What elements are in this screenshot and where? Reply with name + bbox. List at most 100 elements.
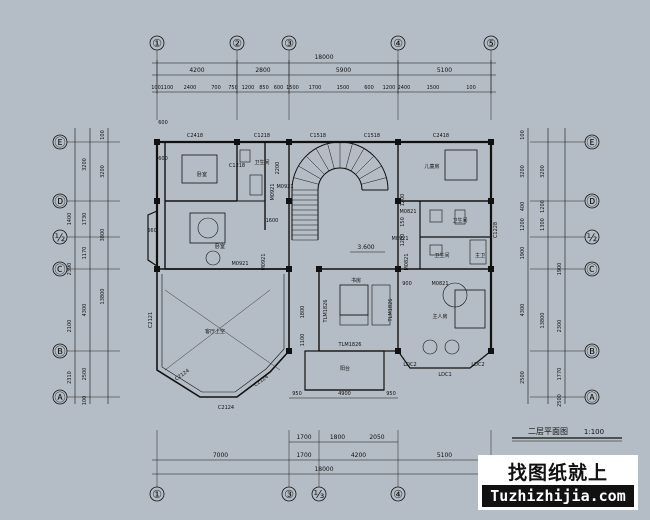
window-label: LDC2: [471, 362, 484, 368]
window-label: C1228: [493, 222, 499, 238]
dim-right-row1: 1900: [520, 247, 526, 260]
window-label: C1518: [364, 133, 380, 139]
window-label: C2418: [187, 133, 203, 139]
misc-dim: 1800: [300, 306, 306, 319]
dim-balcony: 4900: [338, 391, 351, 397]
axis-col-top-5: ⑤: [486, 37, 496, 50]
dim-bottom-row2: 5100: [437, 452, 452, 459]
column: [286, 348, 292, 354]
toilet: [454, 209, 466, 225]
dim-top-row1: 5100: [437, 67, 452, 74]
dim-left-row3: 2310: [67, 371, 73, 384]
bay-window-left: [147, 210, 158, 267]
column: [395, 348, 401, 354]
column: [395, 198, 401, 204]
dim-left-row3: 2390: [67, 263, 73, 276]
void-inner: [161, 274, 285, 393]
column: [488, 348, 494, 354]
dim-left-row1: 3200: [82, 158, 88, 171]
misc-dim: 2200: [275, 162, 281, 175]
column: [395, 139, 401, 145]
column: [234, 139, 240, 145]
room-bedroom-w: 卧室: [215, 243, 225, 250]
stair-outer: [291, 141, 389, 191]
watermark: 找图纸就上 Tuzhizhijia.com: [478, 455, 638, 510]
tub: [249, 174, 263, 196]
window-label: C2124: [218, 405, 234, 411]
axis-row-left-4: Ⓒ: [55, 263, 66, 276]
dim-top-row2: 1500: [427, 85, 440, 91]
axis-row-right-2: Ⓓ: [587, 195, 598, 208]
dim-left-row2: 13800: [100, 289, 106, 305]
window-label: C2124: [253, 374, 270, 388]
dim-top-row2: 750: [228, 85, 238, 91]
dim-top-row2: 1700: [309, 85, 322, 91]
misc-dim: 1200: [400, 194, 406, 207]
axis-row-left-5: Ⓑ: [55, 345, 66, 358]
column: [488, 139, 494, 145]
study-shelf: [371, 284, 391, 326]
axis-col-bottom-2: ③: [284, 488, 294, 501]
dim-left-row1: 2500: [82, 368, 88, 381]
dim-right-row2: 3200: [540, 165, 546, 178]
master-chair: [422, 339, 438, 355]
room-bath1: 卫生间: [254, 159, 269, 166]
dim-left-row1: 4300: [82, 304, 88, 317]
window-label: C1218: [229, 163, 245, 169]
tlm-label: TLM1826: [338, 342, 362, 348]
misc-dim: 150: [400, 217, 406, 227]
dim-top-row1: 2800: [255, 67, 270, 74]
column: [286, 198, 292, 204]
dim-right-row2: 13800: [540, 313, 546, 329]
dim-left-row2: 3800: [100, 229, 106, 242]
axis-row-right-4: Ⓒ: [587, 263, 598, 276]
window-label: C2124: [174, 368, 191, 382]
dim-bottom-row2: 1700: [296, 452, 311, 459]
dim-top-row2: 850: [259, 85, 269, 91]
study-desk: [339, 284, 369, 316]
stair-tread: [345, 143, 353, 169]
dim-bottom-row1: 2050: [369, 434, 384, 441]
column: [488, 198, 494, 204]
room-balcony: 阳台: [340, 365, 350, 372]
dim-balcony: 950: [386, 391, 396, 397]
dim-left-row1: 1170: [82, 247, 88, 260]
dim-bottom-row2: 4200: [351, 452, 366, 459]
dim-bottom-row2: 7000: [213, 452, 228, 459]
room-study: 书房: [351, 277, 361, 284]
column: [154, 198, 160, 204]
window-label: C2121: [148, 312, 154, 328]
misc-dim: 600: [158, 156, 168, 162]
door-label: M0921: [270, 183, 276, 200]
bed-west-pillow: [197, 217, 219, 239]
dim-right-row2: 1300: [540, 218, 546, 231]
dim-top-row2: 600: [274, 85, 284, 91]
drawing-title: 二层平面图: [528, 427, 568, 436]
level-mark: 3.600: [357, 244, 374, 251]
misc-dim: 1600: [266, 218, 279, 224]
dim-top-row2: 1500: [286, 85, 299, 91]
axis-col-top-2: ②: [232, 37, 242, 50]
door-label: M0821: [399, 209, 416, 215]
column: [286, 266, 292, 272]
axis-row-right-3: ½: [587, 231, 598, 244]
master-table: [442, 282, 468, 308]
dim-right-row1: 1200: [520, 218, 526, 231]
door-label: M0921: [276, 184, 293, 190]
stair-tread: [298, 165, 322, 180]
axis-row-right-5: Ⓑ: [587, 345, 598, 358]
dim-top-row2: 1500: [337, 85, 350, 91]
toilet: [239, 149, 251, 163]
dim-right-row1: 4300: [520, 304, 526, 317]
misc-dim: 600: [158, 120, 168, 126]
dim-bottom-row1: 1800: [330, 434, 345, 441]
dim-bottom-total: 18000: [314, 466, 333, 473]
room-bedroom-ne: 儿童房: [424, 163, 439, 170]
dim-right-row3: 2500: [557, 394, 563, 407]
stair-inner: [317, 167, 363, 191]
column: [154, 266, 160, 272]
dim-top-row2: 2400: [398, 85, 411, 91]
room-master: 主人房: [432, 313, 447, 320]
axis-col-top-4: ④: [393, 37, 403, 50]
